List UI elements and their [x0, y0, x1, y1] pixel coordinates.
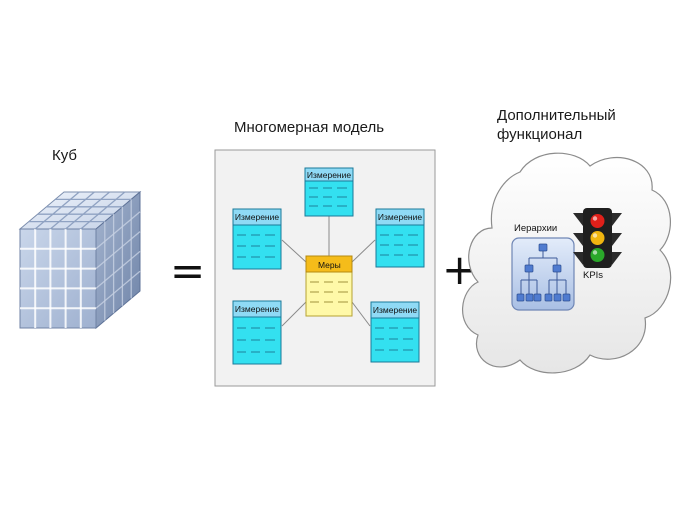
dimension-label-upper-left: Измерение [235, 212, 279, 222]
dimension-table-lower-left: Измерение [232, 300, 282, 365]
dimension-table-upper-right: Измерение [375, 208, 425, 268]
extra-title-line2: функционал [497, 126, 583, 143]
extra-title-line1: Дополнительный [497, 107, 616, 124]
dimension-label-lower-right: Измерение [373, 305, 417, 315]
dimension-label-top: Измерение [307, 170, 351, 180]
measures-label: Меры [318, 260, 341, 270]
cube-label: Куб [52, 147, 77, 164]
traffic-light-icon [573, 208, 622, 268]
dimension-label-lower-left: Измерение [235, 304, 279, 314]
dimension-table-upper-left: Измерение [232, 208, 282, 270]
model-title: Многомерная модель [234, 119, 385, 136]
kpi-label: KPIs [583, 270, 603, 281]
cube-icon [18, 190, 142, 330]
hierarchy-icon [511, 237, 575, 311]
hierarchy-label: Иерархии [514, 223, 557, 234]
measures-table: Меры [305, 255, 353, 317]
equals-sign: = [170, 246, 206, 295]
dimension-table-top: Измерение [304, 167, 354, 217]
dimension-label-upper-right: Измерение [378, 212, 422, 222]
model-panel: Измерение Измерение Измерение [214, 149, 436, 387]
connector-lines [281, 216, 376, 327]
dimension-table-lower-right: Измерение [370, 301, 420, 363]
